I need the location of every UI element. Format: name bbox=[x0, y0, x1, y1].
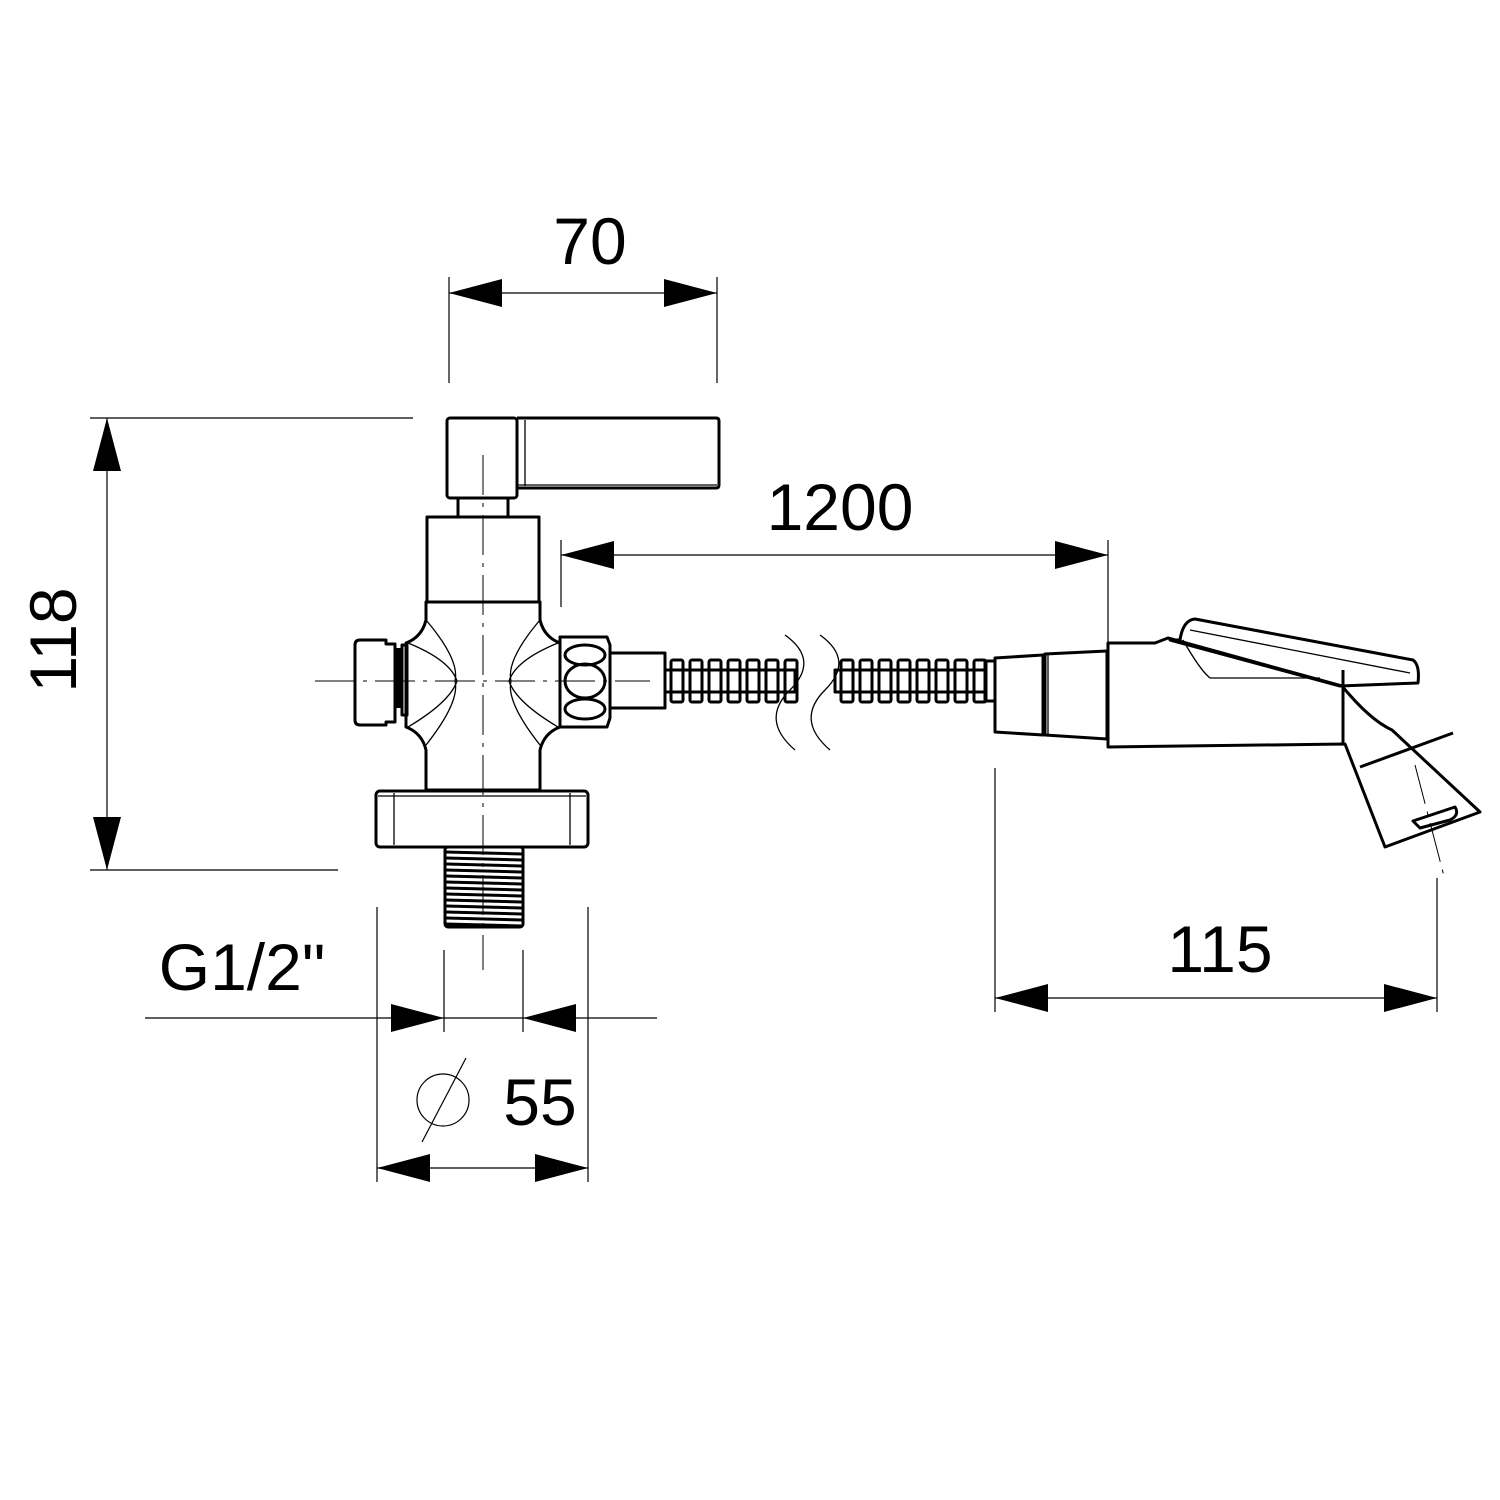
hand-shower bbox=[983, 617, 1482, 849]
left-cap bbox=[353, 638, 397, 727]
hose-rib bbox=[858, 658, 874, 704]
hose-rib bbox=[877, 658, 893, 704]
dim-thread: G1/2" bbox=[145, 930, 657, 1032]
trigger-button bbox=[1168, 617, 1420, 688]
hose-rib bbox=[726, 658, 742, 704]
thread-connection bbox=[443, 845, 525, 929]
base-rosette bbox=[374, 789, 590, 849]
valve-body bbox=[353, 416, 721, 929]
hose-rib bbox=[839, 658, 855, 704]
diameter-icon bbox=[416, 1057, 470, 1143]
handle-hub bbox=[445, 416, 519, 500]
dim-thread-label: G1/2" bbox=[159, 930, 326, 1004]
hose-rib bbox=[707, 658, 723, 704]
dim-115-label: 115 bbox=[1167, 912, 1272, 986]
dim-1200: 1200 bbox=[560, 470, 1109, 642]
lever-handle bbox=[517, 416, 721, 490]
hose-rib bbox=[669, 658, 685, 704]
hose-rib bbox=[934, 658, 950, 704]
dim-118-label: 118 bbox=[16, 587, 90, 692]
hose-rib bbox=[953, 658, 969, 704]
dim-70: 70 bbox=[448, 204, 718, 383]
hose bbox=[663, 658, 988, 704]
dim-70-label: 70 bbox=[553, 204, 626, 278]
hose-break bbox=[775, 634, 840, 751]
hose-rib bbox=[745, 658, 761, 704]
dim-1200-label: 1200 bbox=[767, 470, 914, 544]
dim-55-label: 55 bbox=[503, 1065, 576, 1139]
dim-115: 115 bbox=[994, 768, 1438, 1012]
dim-118: 118 bbox=[16, 417, 413, 871]
hose-tube bbox=[663, 668, 797, 694]
hose-rib bbox=[688, 658, 704, 704]
hose-rib bbox=[764, 658, 780, 704]
hose-rib bbox=[896, 658, 912, 704]
dim-55: 55 bbox=[376, 907, 589, 1182]
hose-nut bbox=[558, 635, 612, 729]
stem bbox=[456, 496, 510, 519]
hose-rib bbox=[915, 658, 931, 704]
